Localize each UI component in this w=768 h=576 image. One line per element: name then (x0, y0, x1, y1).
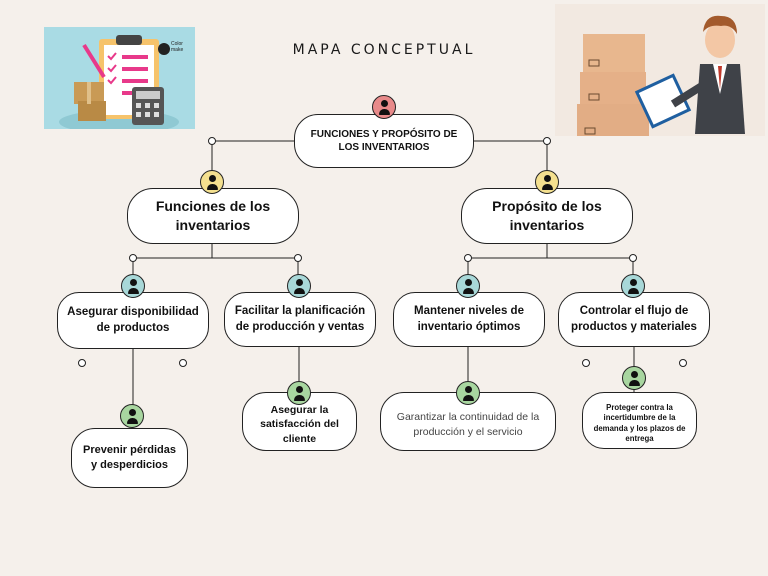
concept-node-niveles[interactable]: Mantener niveles de inventario óptimos (393, 292, 545, 347)
connector-dot (629, 254, 637, 262)
concept-node-funciones[interactable]: Funciones de los inventarios (127, 188, 299, 244)
connector-dot (129, 254, 137, 262)
page-title: MAPA CONCEPTUAL (292, 42, 476, 58)
person-icon (456, 381, 480, 405)
concept-node-perdidas[interactable]: Prevenir pérdidas y desperdicios (71, 428, 188, 488)
concept-node-planificacion[interactable]: Facilitar la planificación de producción… (224, 292, 376, 347)
person-icon (535, 170, 559, 194)
person-icon (287, 381, 311, 405)
connector-dot (208, 137, 216, 145)
concept-node-label: Asegurar disponibilidad de productos (67, 305, 199, 334)
concept-node-label: Asegurar la satisfacción del cliente (260, 404, 339, 445)
concept-node-disponibilidad[interactable]: Asegurar disponibilidad de productos (57, 292, 209, 349)
person-icon (456, 274, 480, 298)
connector-dot (679, 359, 687, 367)
connector-dot (543, 137, 551, 145)
concept-node-incertidumbre[interactable]: Proteger contra la incertidumbre de la d… (582, 392, 697, 449)
concept-node-label: Proteger contra la incertidumbre de la d… (593, 403, 686, 443)
concept-node-label: Mantener niveles de inventario óptimos (414, 304, 524, 333)
person-icon (120, 404, 144, 428)
connector-dot (294, 254, 302, 262)
connector-dot (464, 254, 472, 262)
concept-node-label: Facilitar la planificación de producción… (234, 304, 366, 333)
connector-dot (582, 359, 590, 367)
concept-node-proposito[interactable]: Propósito de los inventarios (461, 188, 633, 244)
person-icon (121, 274, 145, 298)
connector-dot (78, 359, 86, 367)
concept-node-label: Garantizar la continuidad de la producci… (396, 411, 540, 438)
logo-line1: Color (171, 41, 183, 47)
checklist-illustration: Color make (44, 27, 195, 129)
person-icon (287, 274, 311, 298)
person-icon (372, 95, 396, 119)
connector-dot (179, 359, 187, 367)
root-node[interactable]: FUNCIONES Y PROPÓSITO DE LOS INVENTARIOS (294, 114, 474, 168)
concept-node-label: Controlar el flujo de productos y materi… (571, 304, 697, 333)
root-node-label: FUNCIONES Y PROPÓSITO DE LOS INVENTARIOS (310, 128, 458, 154)
person-icon (621, 274, 645, 298)
logo-line2: make (171, 47, 183, 53)
person-icon (622, 366, 646, 390)
person-icon (200, 170, 224, 194)
concept-node-label: Funciones de los inventarios (155, 198, 271, 233)
businessman-illustration (555, 4, 765, 136)
concept-node-flujo[interactable]: Controlar el flujo de productos y materi… (558, 292, 710, 347)
concept-node-label: Propósito de los inventarios (492, 198, 602, 233)
concept-node-label: Prevenir pérdidas y desperdicios (83, 444, 176, 471)
